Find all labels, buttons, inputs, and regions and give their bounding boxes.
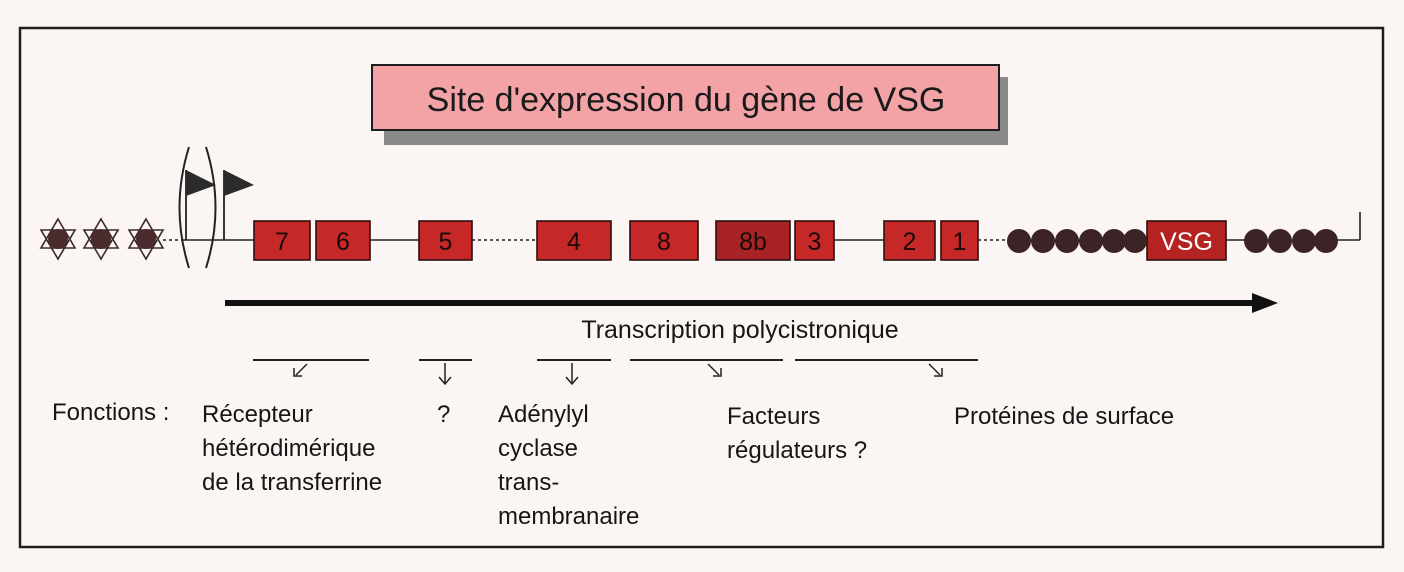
function-bracket-4 — [630, 359, 783, 377]
function-label-4: Facteurs régulateurs ? — [727, 400, 867, 468]
gene-label-6: 8b — [739, 228, 767, 256]
gene-label-8: 2 — [903, 228, 917, 256]
gene-label-2: 6 — [336, 228, 350, 256]
function-label-1-line-3: de la transferrine — [202, 469, 383, 496]
title-text: Site d'expression du gène de VSG — [427, 81, 946, 119]
repeat-circle-1 — [1007, 229, 1031, 253]
function-label-3-line-1: Adénylyl — [498, 401, 589, 428]
gene-box-9 — [940, 220, 979, 261]
gene-box-6 — [715, 220, 791, 261]
transcription-label: Transcription polycistronique — [581, 316, 898, 344]
function-label-3-line-3: trans- — [498, 469, 560, 496]
function-label-1: Récepteur hétérodimérique de la transfer… — [202, 398, 382, 500]
gene-label-3: 5 — [439, 228, 453, 256]
function-label-1-line-1: Récepteur — [202, 401, 313, 428]
gene-box-5 — [629, 220, 699, 261]
promoter-flag-1 — [185, 170, 216, 240]
function-label-4-line-1: Facteurs — [727, 403, 821, 430]
star-repeat-1 — [39, 217, 77, 261]
gene-track: 7 6 5 4 8 8b 3 2 1 VSG — [253, 220, 1227, 261]
frame-border — [18, 26, 1385, 549]
repeat-circle-4 — [1079, 229, 1103, 253]
gene-box-1 — [253, 220, 311, 261]
function-bracket-1 — [253, 359, 369, 377]
function-label-4-line-2: régulateurs ? — [727, 437, 868, 464]
gene-box-10 — [1146, 220, 1227, 261]
function-label-1-line-2: hétérodimérique — [202, 435, 376, 462]
function-label-2: ? — [437, 398, 450, 432]
function-label-3-line-2: cyclase — [498, 435, 579, 462]
repeat-circles — [1007, 229, 1338, 253]
gene-label-4: 4 — [567, 228, 581, 256]
function-label-5-line-1: Protéines de surface — [954, 403, 1175, 430]
promoter-bracket-left — [178, 146, 190, 269]
repeat-circle-2 — [1031, 229, 1055, 253]
functions-heading: Fonctions : — [52, 399, 170, 426]
gene-box-8 — [883, 220, 936, 261]
repeat-circle-5 — [1102, 229, 1126, 253]
gene-label-7: 3 — [808, 228, 822, 256]
promoter-bracket-right — [205, 146, 217, 269]
gene-box-4 — [536, 220, 612, 261]
gene-label-1: 7 — [275, 228, 289, 256]
gene-label-5: 8 — [657, 228, 671, 256]
gene-label-9: 1 — [953, 228, 967, 256]
promoter-flag-2 — [223, 170, 254, 240]
transcription-arrow-head — [1252, 293, 1278, 313]
repeat-circle-8 — [1268, 229, 1292, 253]
repeat-circle-3 — [1055, 229, 1079, 253]
gene-box-3 — [418, 220, 473, 261]
repeat-circle-6 — [1123, 229, 1147, 253]
function-label-2-line-1: ? — [437, 401, 451, 428]
gene-box-7 — [794, 220, 835, 261]
title-box — [371, 64, 1000, 131]
function-label-3-line-4: membranaire — [498, 503, 640, 530]
function-label-3: Adénylyl cyclase trans- membranaire — [498, 398, 639, 534]
repeat-circle-10 — [1314, 229, 1338, 253]
function-label-5: Protéines de surface — [954, 400, 1174, 434]
function-bracket-2 — [419, 359, 472, 386]
function-bracket-5 — [795, 359, 978, 377]
star-repeat-2 — [82, 217, 120, 261]
gene-box-2 — [315, 220, 371, 261]
function-bracket-3 — [537, 359, 611, 386]
gene-label-10: VSG — [1160, 228, 1213, 256]
repeat-circle-7 — [1244, 229, 1268, 253]
star-repeat-3 — [127, 217, 165, 261]
repeat-circle-9 — [1292, 229, 1316, 253]
